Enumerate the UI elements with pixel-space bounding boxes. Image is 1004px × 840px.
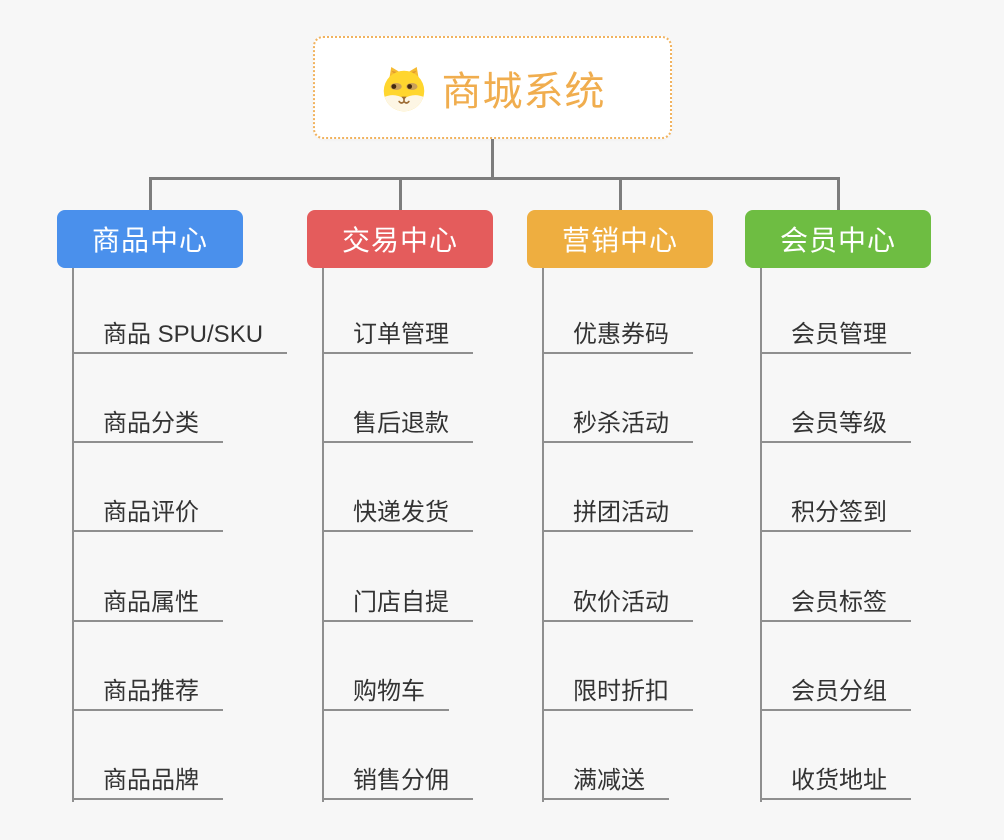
leaf-node[interactable]: 商品品牌	[72, 760, 223, 800]
leaf-node[interactable]: 会员等级	[760, 403, 911, 443]
connector-column-line	[760, 268, 762, 802]
leaf-node[interactable]: 会员管理	[760, 314, 911, 354]
leaf-node[interactable]: 商品推荐	[72, 671, 223, 711]
connector-branch-drop	[619, 177, 622, 211]
leaf-node[interactable]: 商品 SPU/SKU	[72, 314, 288, 354]
root-node[interactable]: 商城系统	[313, 36, 672, 139]
leaf-node[interactable]: 收货地址	[760, 760, 911, 800]
connector-branch-drop	[399, 177, 402, 211]
leaf-node[interactable]: 商品属性	[72, 582, 223, 622]
branch-column: 会员管理会员等级积分签到会员标签会员分组收货地址	[760, 268, 990, 804]
branch-node[interactable]: 商品中心	[57, 210, 243, 268]
leaf-node[interactable]: 门店自提	[322, 582, 473, 622]
leaf-node[interactable]: 商品评价	[72, 492, 223, 532]
leaf-node[interactable]: 售后退款	[322, 403, 473, 443]
branch-column: 商品 SPU/SKU 商品分类商品评价商品属性商品推荐商品品牌	[72, 268, 302, 804]
branch-column: 优惠券码秒杀活动拼团活动砍价活动限时折扣满减送	[542, 268, 772, 804]
leaf-node[interactable]: 砍价活动	[542, 582, 693, 622]
connector-bus	[149, 177, 840, 180]
leaf-node[interactable]: 积分签到	[760, 492, 911, 532]
branch-node[interactable]: 营销中心	[527, 210, 713, 268]
leaf-node[interactable]: 会员标签	[760, 582, 911, 622]
leaf-node[interactable]: 快递发货	[322, 492, 473, 532]
leaf-node[interactable]: 拼团活动	[542, 492, 693, 532]
branch-column: 订单管理售后退款快递发货门店自提购物车销售分佣	[322, 268, 552, 804]
connector-root-stem	[491, 139, 494, 180]
root-title: 商城系统	[441, 69, 606, 114]
leaf-node[interactable]: 订单管理	[322, 314, 473, 354]
leaf-node[interactable]: 限时折扣	[542, 671, 693, 711]
connector-column-line	[322, 268, 324, 802]
connector-column-line	[72, 268, 74, 802]
leaf-node[interactable]: 销售分佣	[322, 760, 473, 800]
leaf-node[interactable]: 秒杀活动	[542, 403, 693, 443]
dog-face-icon	[380, 64, 428, 112]
leaf-node[interactable]: 商品分类	[72, 403, 223, 443]
leaf-node[interactable]: 购物车	[322, 671, 449, 711]
connector-branch-drop	[837, 177, 840, 211]
connector-branch-drop	[149, 177, 152, 211]
branch-node[interactable]: 会员中心	[745, 210, 931, 268]
branch-node[interactable]: 交易中心	[307, 210, 493, 268]
connector-column-line	[542, 268, 544, 802]
leaf-node[interactable]: 满减送	[542, 760, 669, 800]
leaf-node[interactable]: 优惠券码	[542, 314, 693, 354]
leaf-node[interactable]: 会员分组	[760, 671, 911, 711]
